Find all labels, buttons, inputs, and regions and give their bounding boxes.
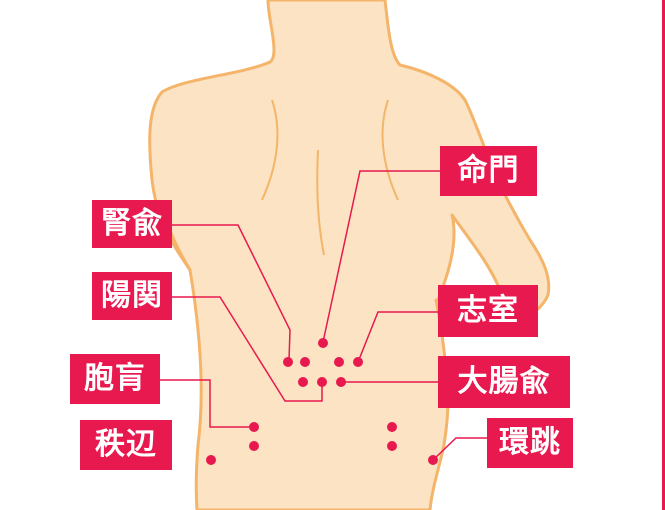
- label-daichoyu: 大腸兪: [438, 356, 570, 408]
- spine-line: [316, 149, 325, 256]
- point-shishitsu-right: [334, 357, 344, 367]
- right-border: [662, 0, 665, 510]
- point-chippen-right: [387, 441, 397, 451]
- leader-hokou: [160, 379, 254, 428]
- point-hokou-right: [387, 422, 397, 432]
- point-meimon: [318, 338, 328, 348]
- point-daichoyu: [336, 377, 346, 387]
- leader-shishitsu: [357, 311, 438, 363]
- point-kancho: [428, 455, 438, 465]
- acupoint-dots: [206, 338, 438, 465]
- label-jinyu: 腎兪: [92, 200, 172, 248]
- shoulder-blade-left: [261, 99, 279, 201]
- label-yokan: 陽関: [92, 272, 172, 320]
- point-jinyu-left: [283, 357, 293, 367]
- label-chippen: 秩辺: [80, 420, 172, 470]
- label-shishitsu: 志室: [438, 285, 538, 337]
- point-hokou-left: [249, 422, 259, 432]
- shoulder-blade-right: [381, 99, 399, 201]
- label-kancho: 環跳: [487, 418, 573, 468]
- leader-meimon: [322, 170, 440, 343]
- leader-kancho: [432, 437, 487, 461]
- leader-jinyu: [172, 224, 291, 361]
- point-yokan-left: [298, 377, 308, 387]
- point-jinyu-left-2: [300, 357, 310, 367]
- point-yokan: [317, 377, 327, 387]
- point-chippen-left: [249, 441, 259, 451]
- leader-lines: [160, 170, 487, 461]
- point-shishitsu-right-2: [353, 357, 363, 367]
- leader-yokan: [172, 296, 323, 402]
- point-kancho-left: [206, 455, 216, 465]
- label-meimon: 命門: [440, 146, 537, 196]
- label-hokou: 胞肓: [70, 354, 160, 404]
